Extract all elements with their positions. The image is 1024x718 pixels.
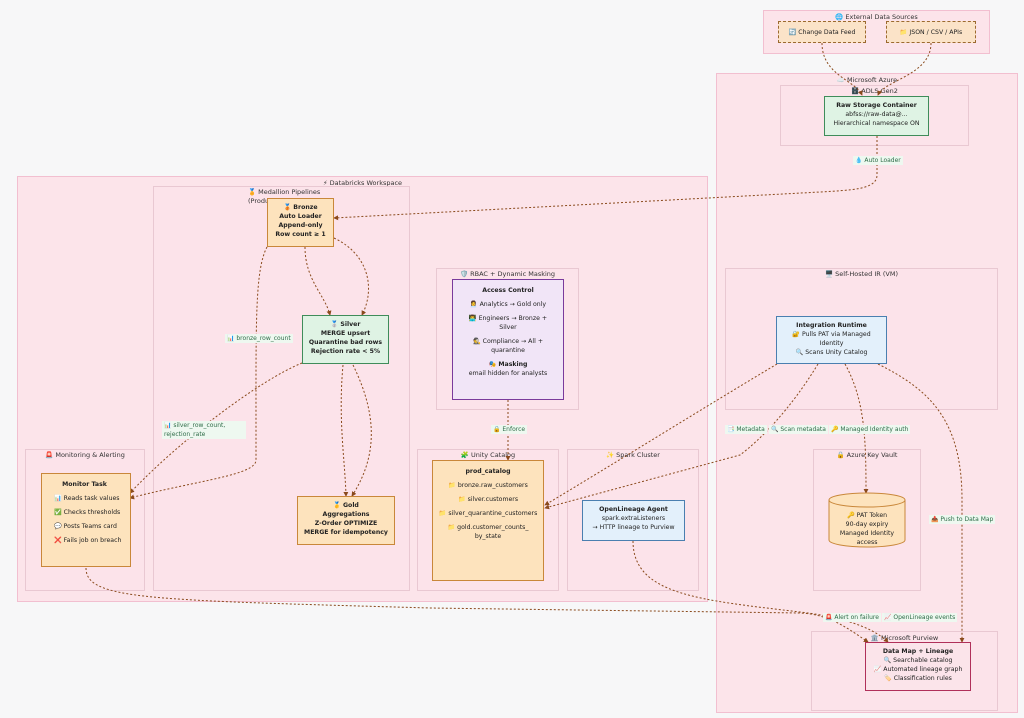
- edge-json-raw: [877, 42, 932, 96]
- edge-runtime-catalog-1: [544, 363, 819, 510]
- change-data-feed-node[interactable]: 🔄 Change Data Feed: [778, 21, 866, 43]
- spark-title: ✨ Spark Cluster: [606, 451, 660, 459]
- json-csv-apis-label: 📁 JSON / CSV / APIs: [899, 29, 963, 36]
- openlineage-title: OpenLineage Agent: [599, 506, 668, 513]
- edge-label-auto-loader: 💧 Auto Loader: [853, 156, 903, 165]
- raw-storage-node[interactable]: Raw Storage Container abfss://raw-data@.…: [824, 96, 929, 136]
- edge-raw-bronze: [333, 136, 878, 221]
- raw-storage-path: abfss://raw-data@...: [845, 111, 908, 118]
- raw-storage-namespace: Hierarchical namespace ON: [833, 120, 920, 127]
- edge-label-metadata: 📑 Metadata: [725, 425, 767, 434]
- bronze-line-3: Row count ≥ 1: [275, 231, 326, 238]
- unity-title: 🧩 Unity Catalog: [460, 451, 516, 459]
- masking-title: 🎭 Masking: [488, 361, 528, 368]
- gold-node[interactable]: 🥇 Gold Aggregations Z-Order OPTIMIZE MER…: [297, 496, 395, 545]
- edge-silver-monitor: [129, 362, 303, 494]
- silver-line-2: Quarantine bad rows: [308, 339, 383, 346]
- gold-title: 🥇 Gold: [333, 502, 359, 509]
- openlineage-line-2: → HTTP lineage to Purview: [592, 524, 675, 531]
- edge-label-managed-identity: 🔑 Managed Identity auth: [829, 425, 911, 434]
- masking-line: email hidden for analysts: [468, 370, 548, 377]
- change-data-feed-label: 🔄 Change Data Feed: [788, 29, 856, 36]
- raw-storage-title: Raw Storage Container: [836, 102, 917, 109]
- data-map-node[interactable]: Data Map + Lineage 🔍 Searchable catalog …: [865, 642, 971, 691]
- monitor-posts: 💬 Posts Teams card: [54, 523, 117, 530]
- edge-openlineage-purview: [632, 540, 889, 643]
- edge-cdc-raw: [821, 42, 863, 96]
- shir-title: 🖥️ Self-Hosted IR (VM): [825, 270, 898, 278]
- data-map-title: Data Map + Lineage: [882, 648, 954, 655]
- edge-silver-gold-2: [351, 364, 372, 497]
- openlineage-agent-node[interactable]: OpenLineage Agent spark.extraListeners →…: [582, 500, 685, 541]
- access-compliance: 🕵️ Compliance → All + quarantine: [472, 338, 544, 354]
- bronze-line-2: Append-only: [278, 222, 323, 229]
- monitoring-title: 🚨 Monitoring & Alerting: [45, 451, 125, 459]
- gold-line-2: Z-Order OPTIMIZE: [314, 520, 378, 527]
- bronze-node[interactable]: 🥉 Bronze Auto Loader Append-only Row cou…: [267, 198, 334, 247]
- pat-token-node[interactable]: 🔑 PAT Token 90-day expiry Managed Identi…: [829, 508, 905, 546]
- silver-title: 🥈 Silver: [330, 321, 361, 328]
- integration-runtime-title: Integration Runtime: [796, 322, 867, 329]
- monitor-reads: 📊 Reads task values: [54, 495, 120, 502]
- silver-line-3: Rejection rate < 5%: [310, 348, 381, 355]
- monitor-fails: ❌ Fails job on breach: [54, 537, 122, 544]
- edge-silver-gold-1: [340, 364, 349, 497]
- prod-catalog-node[interactable]: prod_catalog 📁 bronze.raw_customers 📁 si…: [432, 460, 544, 581]
- data-map-line-1: 🔍 Searchable catalog: [883, 657, 953, 664]
- edge-runtime-catalog-2: [544, 363, 778, 506]
- monitor-task-node[interactable]: Monitor Task 📊 Reads task values ✅ Check…: [41, 473, 131, 567]
- edge-label-bronze-row-count: 📊 bronze_row_count: [225, 334, 293, 343]
- prod-catalog-title: prod_catalog: [465, 468, 511, 475]
- bronze-title: 🥉 Bronze: [283, 204, 318, 211]
- edge-label-push-data-map: 📤 Push to Data Map: [929, 515, 996, 524]
- openlineage-line-1: spark.extraListeners: [601, 515, 666, 522]
- access-engineers: 👨‍💻 Engineers → Bronze + Silver: [468, 315, 548, 331]
- edge-label-alert-failure: 🚨 Alert on failure: [823, 613, 881, 622]
- gold-line-3: MERGE for idempotency: [304, 529, 388, 536]
- edge-label-enforce: 🔒 Enforce: [491, 425, 528, 434]
- catalog-bronze-raw: 📁 bronze.raw_customers: [448, 482, 528, 489]
- catalog-silver: 📁 silver.customers: [457, 496, 519, 503]
- edge-monitor-purview: [85, 567, 869, 643]
- gold-line-1: Aggregations: [322, 511, 370, 518]
- edge-runtime-keyvault: [844, 363, 869, 494]
- catalog-silver-quarantine: 📁 silver_quarantine_customers: [438, 510, 538, 517]
- edge-bronze-monitor: [129, 246, 268, 500]
- bronze-line-1: Auto Loader: [279, 213, 322, 220]
- monitor-task-title: Monitor Task: [62, 481, 107, 488]
- edge-bronze-silver-1: [304, 246, 332, 316]
- data-map-line-3: 🏷️ Classification rules: [884, 675, 952, 682]
- catalog-gold: 📁 gold.customer_counts_by_state: [447, 524, 529, 540]
- data-map-line-2: 📈 Automated lineage graph: [873, 666, 963, 673]
- edge-runtime-datamap: [877, 363, 965, 643]
- integration-runtime-line-2: 🔍 Scans Unity Catalog: [795, 349, 868, 356]
- key-vault-cylinder: [828, 492, 906, 548]
- access-analytics: 👩‍💼 Analytics → Gold only: [469, 301, 547, 308]
- integration-runtime-line-1: 🔐 Pulls PAT via Managed Identity: [792, 331, 871, 347]
- pat-token-line-1: 🔑 PAT Token: [846, 512, 888, 519]
- external-sources-title: 🌐 External Data Sources: [835, 13, 918, 21]
- purview-title: 🏛️ Microsoft Purview: [870, 634, 939, 642]
- silver-line-1: MERGE upsert: [320, 330, 371, 337]
- keyvault-title: 🔒 Azure Key Vault: [836, 451, 898, 459]
- azure-title: ☁️ Microsoft Azure: [836, 76, 898, 84]
- edge-label-openlineage-events: 📈 OpenLineage events: [882, 613, 958, 622]
- adls-title: 🗄️ ADLS Gen2: [851, 87, 898, 95]
- integration-runtime-node[interactable]: Integration Runtime 🔐 Pulls PAT via Mana…: [776, 316, 887, 364]
- silver-node[interactable]: 🥈 Silver MERGE upsert Quarantine bad row…: [302, 315, 389, 364]
- databricks-title: ⚡ Databricks Workspace: [322, 179, 403, 187]
- pat-token-line-3: Managed Identity access: [839, 530, 895, 546]
- edge-label-scan-metadata: 🔍 Scan metadata: [769, 425, 828, 434]
- edge-bronze-silver-2: [333, 237, 369, 316]
- pat-token-line-2: 90-day expiry: [845, 521, 889, 528]
- access-control-title: Access Control: [482, 287, 534, 294]
- access-control-node[interactable]: Access Control 👩‍💼 Analytics → Gold only…: [452, 279, 564, 400]
- json-csv-apis-node[interactable]: 📁 JSON / CSV / APIs: [886, 21, 976, 43]
- rbac-title: 🛡️ RBAC + Dynamic Masking: [459, 270, 556, 278]
- monitor-checks: ✅ Checks thresholds: [54, 509, 121, 516]
- edge-label-silver-row-count: 📊 silver_row_count, rejection_rate: [162, 421, 246, 439]
